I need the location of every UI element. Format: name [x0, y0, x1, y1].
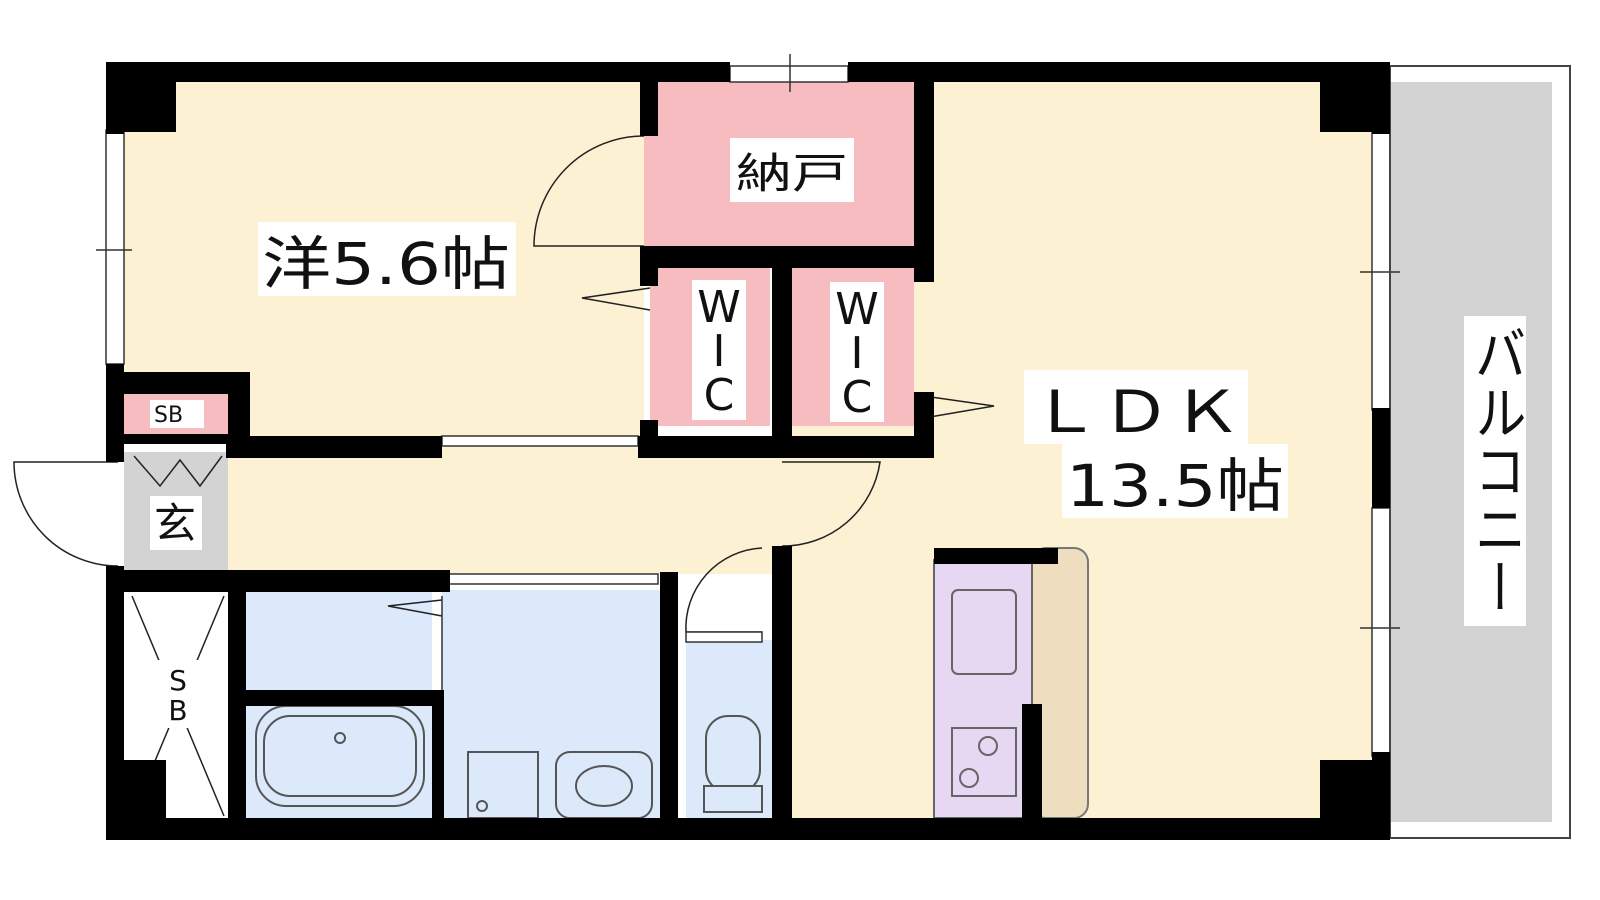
wall-storage-right	[914, 82, 934, 282]
openings	[13, 54, 1571, 839]
small-sb-label: SB	[154, 403, 183, 428]
label-bg	[692, 280, 746, 420]
closet-door-sb-small	[133, 455, 223, 488]
wall-bath-top	[246, 690, 432, 706]
wic-letter: C	[704, 370, 735, 421]
door-western	[533, 135, 645, 247]
label-bg	[150, 400, 204, 428]
balcony-label: バルコニー	[1465, 324, 1525, 616]
kitchen-divider	[1022, 704, 1042, 818]
toilet-tank	[705, 715, 761, 793]
column-br	[1320, 760, 1390, 840]
drain-icon	[334, 732, 346, 744]
wall-toilet-right	[772, 546, 792, 818]
toilet-seat	[703, 785, 763, 813]
wall-sb-small-r	[228, 372, 250, 452]
burner-icon	[978, 736, 998, 756]
wall-wic-mid	[772, 268, 792, 458]
sb-letter: B	[168, 694, 187, 727]
window-left	[105, 129, 125, 365]
ldk-size-label: 13.5帖	[1066, 452, 1284, 520]
wall-sb-small	[106, 372, 250, 394]
column-tr	[1320, 62, 1390, 132]
window-top	[729, 65, 849, 83]
label-bg	[830, 282, 884, 422]
entrance-label: 玄	[154, 499, 196, 548]
western-room-label: 洋5.6帖	[262, 230, 510, 298]
ldk-name-label: ＬＤＫ	[1030, 378, 1242, 446]
door-bath	[387, 599, 443, 617]
sink	[951, 589, 1017, 675]
sb-letter: S	[169, 664, 187, 697]
bathtub	[255, 705, 425, 807]
wic-letter: I	[713, 326, 726, 377]
wall-ent-right	[228, 444, 240, 454]
walls	[106, 62, 1390, 840]
wall-storage-left	[640, 82, 658, 136]
kitchen	[933, 547, 1089, 819]
door-toilet	[685, 547, 763, 633]
column-bl	[106, 760, 166, 840]
basin-bowl	[575, 765, 633, 807]
label-bg	[1024, 370, 1248, 444]
label-bg	[1464, 316, 1526, 626]
window-balcony-top	[1371, 129, 1391, 411]
label-bg	[730, 138, 854, 202]
sliding-door-hall	[441, 435, 639, 447]
wic-letter: I	[851, 328, 864, 379]
wall-storage-bottom	[640, 246, 934, 268]
wall-bottom	[106, 818, 1390, 840]
wall-right-mid	[1372, 408, 1390, 508]
label-bg	[150, 496, 202, 550]
door-ldk	[781, 461, 881, 547]
washbasin	[555, 751, 653, 819]
door-wic-left	[581, 287, 651, 311]
wall-top-left	[106, 62, 730, 82]
door-entrance	[13, 461, 119, 567]
wic-letter: C	[842, 372, 873, 423]
label-bg	[1062, 444, 1288, 518]
wall-hall-top2	[638, 436, 934, 458]
wall-wash-top	[442, 572, 448, 592]
drain-icon	[476, 800, 488, 812]
label-bg	[158, 660, 198, 728]
wic-letter: W	[835, 284, 879, 335]
wic-letter: W	[697, 282, 741, 333]
toilet-door-frame	[685, 631, 763, 643]
window-balcony-bottom	[1371, 507, 1391, 757]
wall-top-right	[848, 62, 1390, 82]
wall-sb-small-b	[124, 434, 228, 444]
column-tl	[106, 62, 176, 132]
hallway-fill	[226, 444, 772, 574]
door-wic-right	[923, 395, 995, 419]
sliding-door-wash	[447, 573, 659, 585]
burner-icon	[959, 768, 979, 788]
wall-sb-right	[228, 590, 246, 818]
fixtures	[255, 705, 763, 819]
wall-wash-right	[660, 572, 678, 818]
label-bg	[258, 222, 516, 296]
wall-ent-bottom	[106, 570, 450, 592]
wall-bath-right	[432, 690, 444, 818]
wall-hall-top	[226, 436, 442, 458]
kitchen-top-wall	[934, 548, 1058, 564]
storage-label: 納戸	[736, 149, 848, 198]
bathtub-inner	[263, 715, 417, 797]
